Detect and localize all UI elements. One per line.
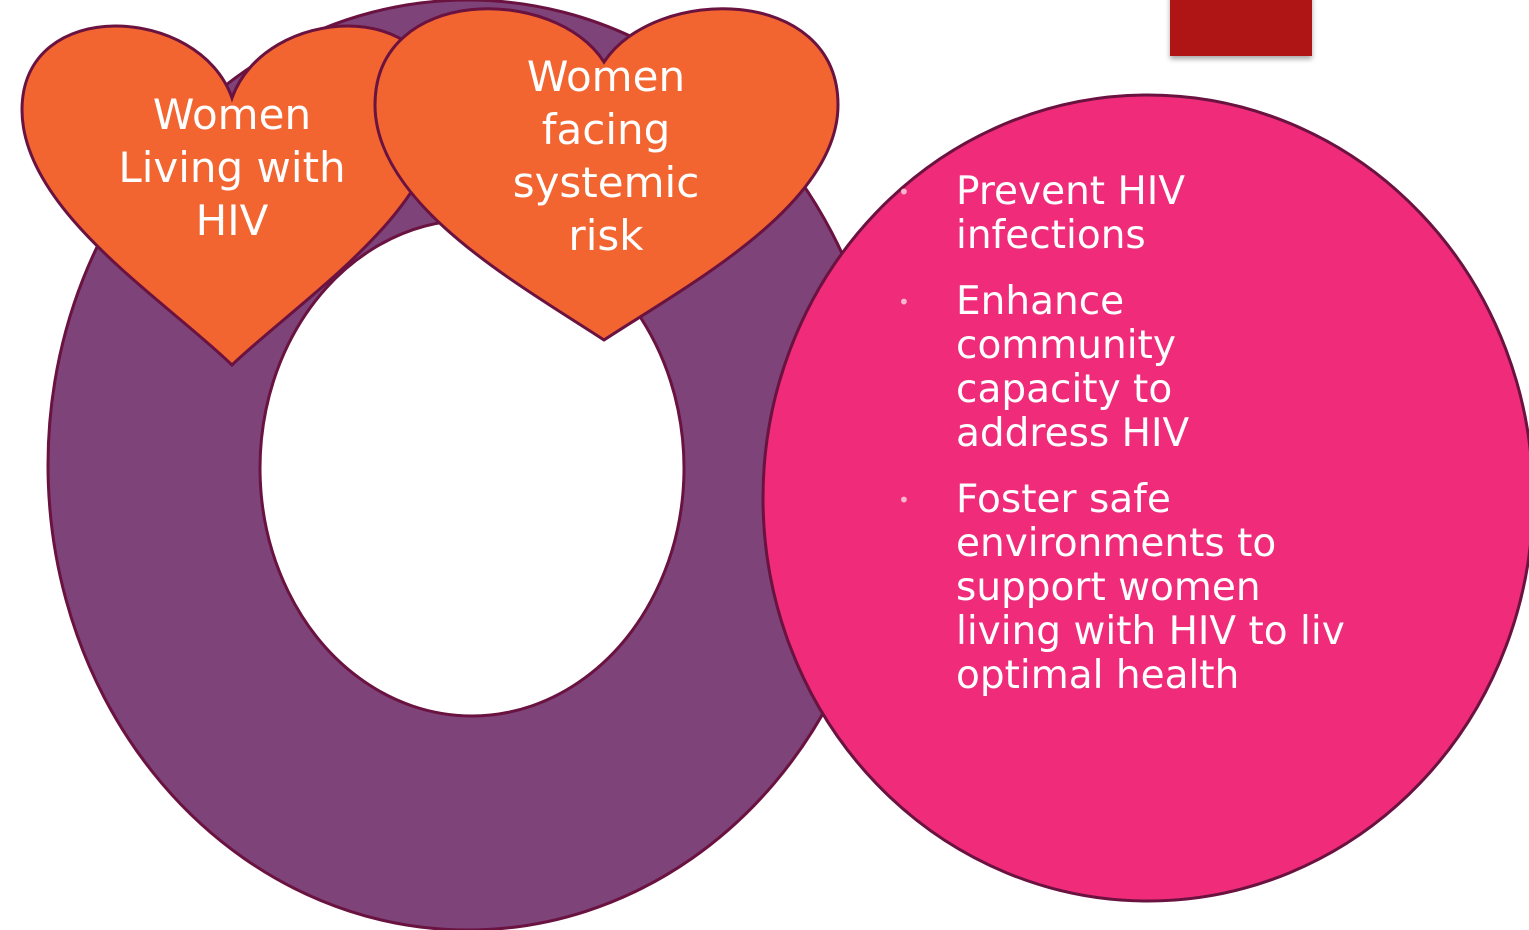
goal-item-prevent: • Prevent HIV infections — [898, 169, 1350, 258]
goal-line: support women — [956, 565, 1261, 610]
heart-label-line: Living with — [118, 143, 346, 192]
goal-line: Enhance — [956, 279, 1125, 324]
goal-item-enhance: • Enhance community capacity to address … — [898, 279, 1350, 456]
heart-label-line: facing — [541, 105, 671, 154]
heart-label-line: HIV — [195, 196, 269, 245]
heart-label-line: Women — [526, 52, 686, 101]
heart-label-line: risk — [568, 211, 644, 260]
goals-circle — [761, 93, 1529, 903]
heart-women-facing-systemic-risk — [373, 7, 840, 342]
corner-accent-tab — [1170, 0, 1312, 56]
goal-line: living with HIV to liv — [956, 609, 1345, 654]
goal-line: Foster safe — [956, 477, 1171, 522]
heart-women-living-with-hiv — [20, 24, 442, 368]
heart-label-systemic-risk: Women facing systemic risk — [474, 50, 738, 262]
goal-line: environments to — [956, 521, 1277, 566]
goal-line: capacity to — [956, 367, 1173, 412]
heart-label-line: systemic — [512, 158, 700, 207]
heart-label-line: Women — [152, 90, 312, 139]
goal-item-foster: • Foster safe environments to support wo… — [898, 477, 1350, 698]
bullet-icon: • — [898, 180, 910, 204]
goal-line: Prevent HIV — [956, 169, 1185, 214]
heart-label-living-with-hiv: Women Living with HIV — [100, 88, 364, 247]
bullet-icon: • — [898, 488, 910, 512]
goals-list: • Prevent HIV infections • Enhance commu… — [898, 169, 1350, 720]
goal-line: infections — [956, 213, 1146, 258]
goal-line: community — [956, 323, 1176, 368]
goal-line: optimal health — [956, 653, 1240, 698]
goal-line: address HIV — [956, 411, 1190, 456]
bullet-icon: • — [898, 290, 910, 314]
